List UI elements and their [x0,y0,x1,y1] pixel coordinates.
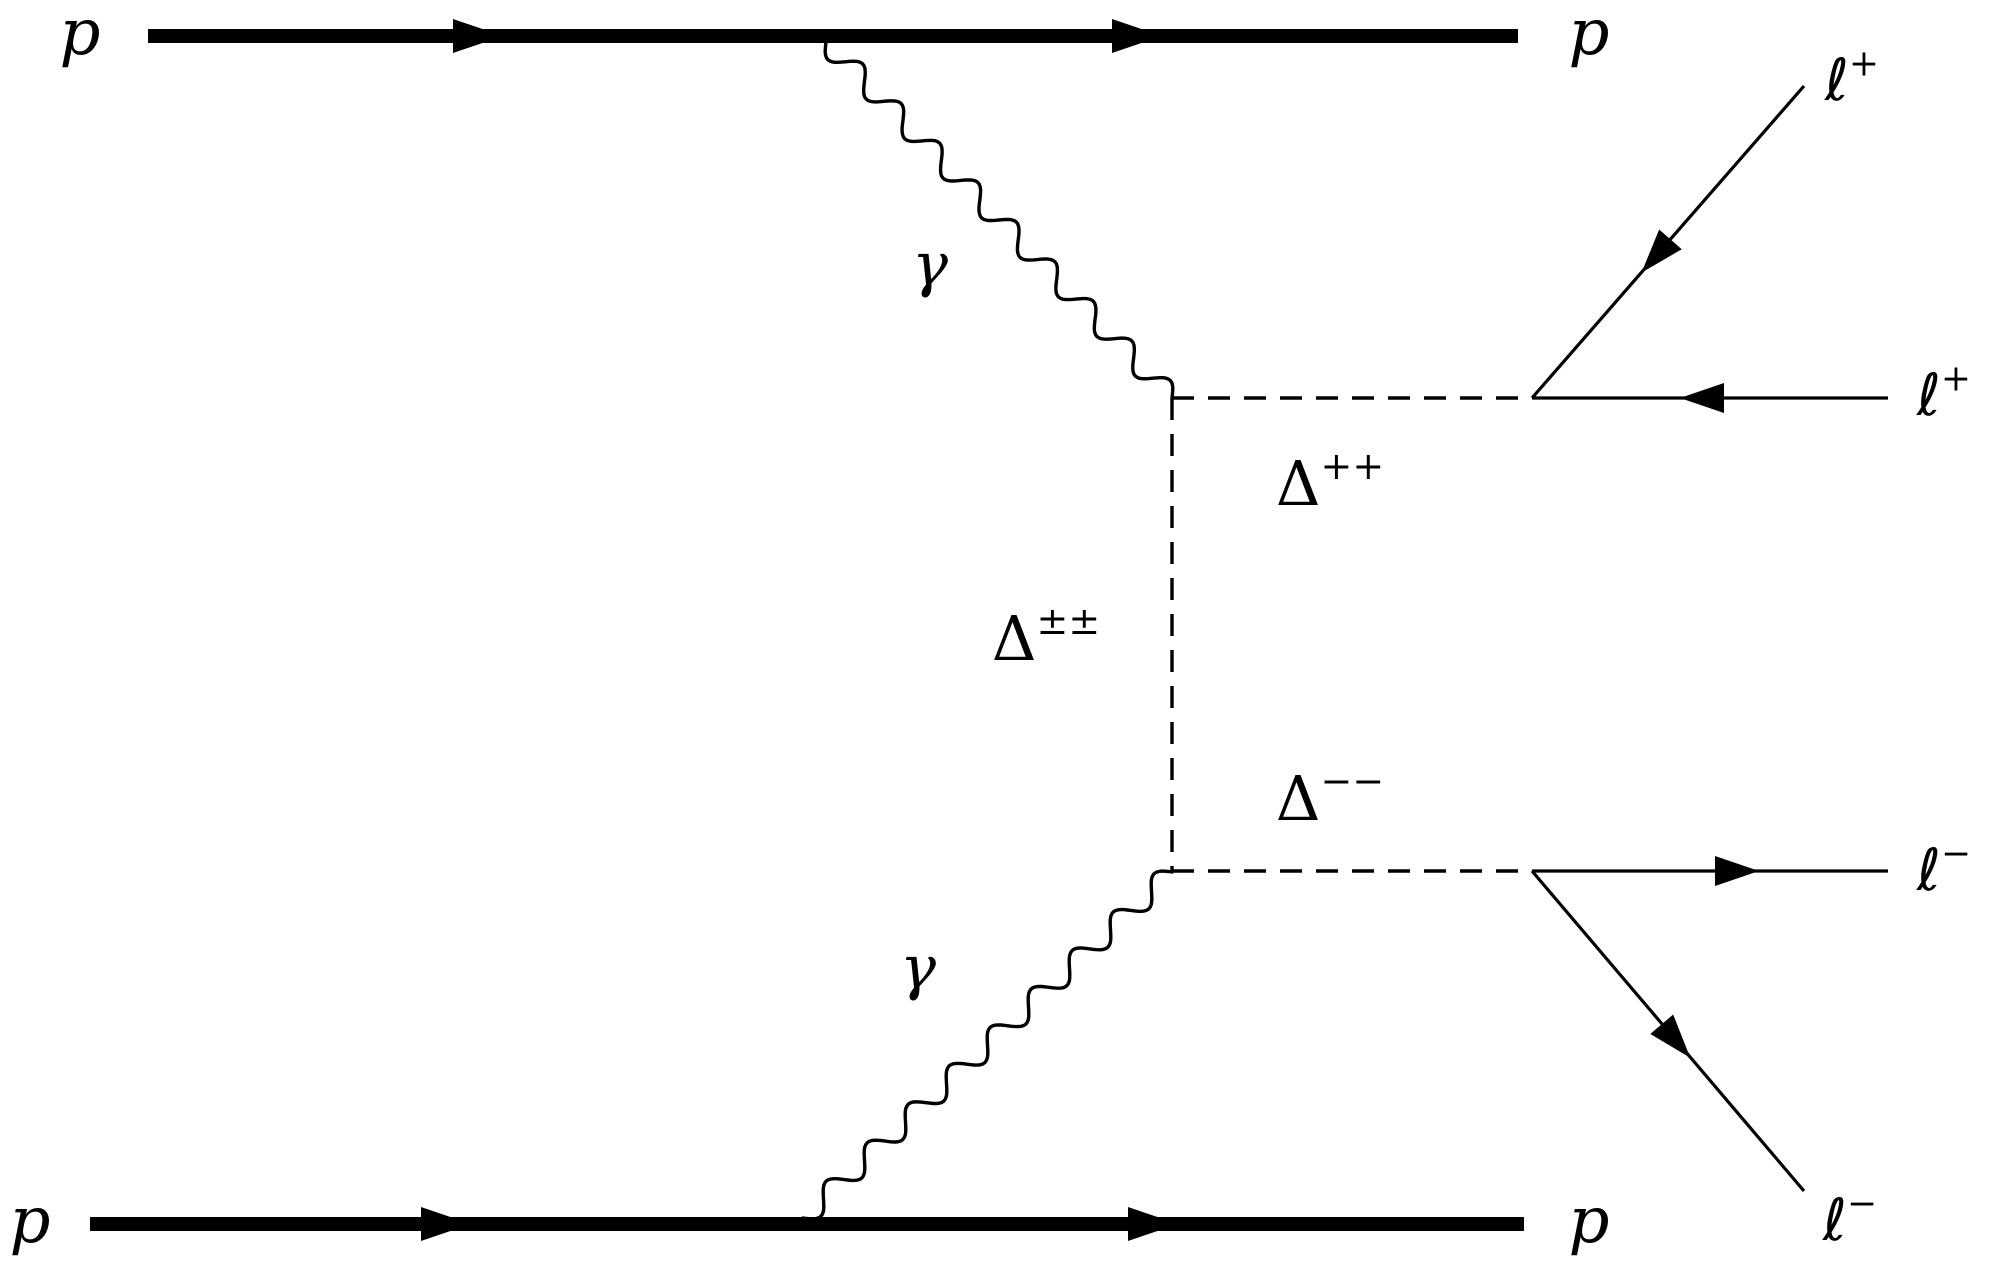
arrow-lepton-plus-right [1680,383,1724,413]
label-lepton-plus-right: ℓ+ [1916,359,1971,429]
label-proton-top-left: p [60,0,101,70]
label-photon-top: γ [912,230,948,300]
arrow-proton-bottom-left [421,1207,471,1241]
label-delta-plus-plus: Δ++ [1276,444,1384,520]
arrow-lepton-minus-right [1715,856,1759,886]
label-lepton-minus-right: ℓ− [1916,834,1971,904]
photon-line-top [823,40,1175,400]
arrow-proton-bottom-right [1128,1207,1178,1241]
arrow-lepton-plus-upper [1641,229,1682,273]
label-lepton-plus-upper: ℓ+ [1824,44,1879,114]
arrow-lepton-minus-lower [1650,1014,1691,1058]
label-delta-exchange: Δ±± [992,599,1100,675]
label-proton-bottom-left: p [10,1184,51,1258]
label-proton-top-right: p [1569,0,1610,70]
label-delta-minus-minus: Δ−− [1276,759,1384,835]
photon-line-bottom [801,869,1174,1221]
arrow-proton-top-right [1112,19,1162,53]
label-photon-bottom: γ [900,933,936,1003]
label-lepton-minus-lower: ℓ− [1822,1184,1877,1254]
arrow-proton-top-left [453,19,503,53]
label-proton-bottom-right: p [1569,1184,1610,1258]
